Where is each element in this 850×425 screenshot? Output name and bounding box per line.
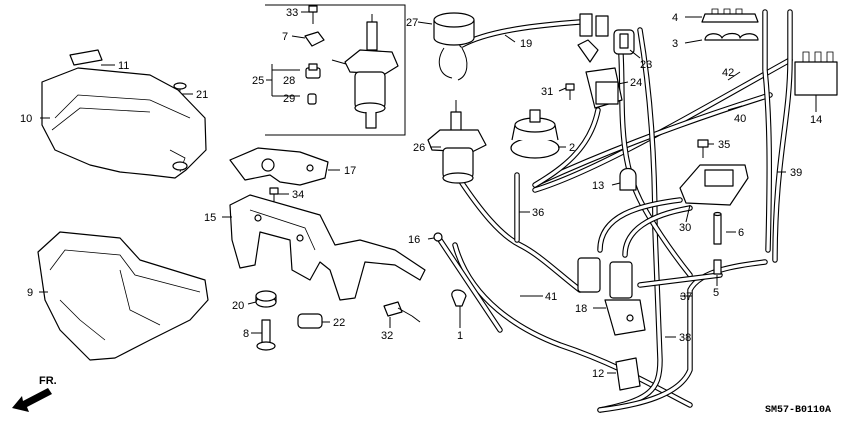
callout-7: 7 — [282, 31, 288, 43]
callout-27: 27 — [406, 17, 418, 29]
callout-13: 13 — [592, 180, 604, 192]
leader-lines — [39, 11, 817, 374]
callout-22: 22 — [333, 317, 345, 329]
callout-20: 20 — [232, 300, 244, 312]
callout-28: 28 — [283, 75, 295, 87]
screw-31-icon — [565, 83, 575, 100]
connector-pair-icon — [579, 13, 609, 37]
callout-33: 33 — [286, 7, 298, 19]
connector-23-icon — [613, 29, 635, 55]
stud-6-icon — [713, 211, 722, 245]
plate-17-icon — [229, 147, 329, 186]
solenoid-26-icon — [427, 100, 487, 184]
front-direction-indicator: FR. — [12, 375, 57, 412]
sensor-30-icon — [679, 164, 749, 206]
sensor-27-icon — [433, 12, 475, 81]
cover-9-icon — [37, 231, 209, 361]
callout-19: 19 — [520, 38, 532, 50]
callout-38: 38 — [679, 332, 691, 344]
front-direction-label: FR. — [39, 375, 57, 387]
pad-12-icon — [615, 357, 641, 391]
callout-18: 18 — [575, 303, 587, 315]
connector-18-icon — [577, 257, 646, 336]
callout-labels: 33 7 25 28 29 27 19 4 3 23 24 31 11 21 1… — [20, 7, 822, 380]
callout-16: 16 — [408, 234, 420, 246]
clamp-3-icon — [704, 32, 759, 41]
drawing-code: SM57-B0110A — [765, 405, 831, 416]
callout-31: 31 — [541, 86, 553, 98]
callout-17: 17 — [344, 165, 356, 177]
callout-21: 21 — [196, 89, 208, 101]
callout-35: 35 — [718, 139, 730, 151]
callout-15: 15 — [204, 212, 216, 224]
callout-39: 39 — [790, 167, 802, 179]
clip-7-icon — [304, 31, 325, 47]
callout-25: 25 — [252, 75, 264, 87]
callout-24: 24 — [630, 77, 642, 89]
callout-14: 14 — [810, 114, 822, 126]
bolt-35-icon — [697, 139, 709, 158]
callout-40: 40 — [734, 113, 746, 125]
control-box-24-icon — [577, 39, 623, 109]
callout-42: 42 — [722, 67, 734, 79]
holder-14-icon — [794, 51, 838, 96]
callout-8: 8 — [243, 328, 249, 340]
callout-37: 37 — [680, 291, 692, 303]
callout-6: 6 — [738, 227, 744, 239]
callout-9: 9 — [27, 287, 33, 299]
callout-36: 36 — [532, 207, 544, 219]
hose-group — [437, 9, 793, 413]
cover-11-icon — [69, 49, 103, 66]
stud-5-icon — [713, 259, 722, 275]
bracket-15-icon — [229, 194, 426, 301]
valve-2-icon — [510, 109, 560, 159]
cap-16-icon — [433, 232, 443, 242]
grommet-20-icon — [255, 290, 277, 308]
callout-11: 11 — [118, 60, 129, 72]
callout-29: 29 — [283, 93, 295, 105]
clamp-4-icon — [701, 8, 759, 23]
callout-30: 30 — [679, 222, 691, 234]
cushion-22-icon — [297, 313, 323, 329]
bolt-33-icon — [308, 5, 318, 24]
inset-box — [265, 4, 406, 136]
bolt-8-icon — [256, 319, 276, 351]
cover-10-icon — [41, 67, 207, 179]
callout-3: 3 — [672, 38, 678, 50]
callout-1: 1 — [457, 330, 463, 342]
solenoid-25-icon — [344, 14, 399, 129]
grommet-28-icon — [305, 63, 321, 79]
callout-34: 34 — [292, 189, 304, 201]
front-arrow-icon — [12, 388, 52, 412]
clip-1-icon — [451, 289, 467, 307]
bolt-32-icon — [383, 301, 413, 317]
callout-41: 41 — [545, 291, 557, 303]
callout-32: 32 — [381, 330, 393, 342]
callout-23: 23 — [640, 59, 652, 71]
callout-26: 26 — [413, 142, 425, 154]
collar-29-icon — [307, 93, 317, 105]
callout-2: 2 — [569, 142, 575, 154]
callout-5: 5 — [713, 287, 719, 299]
clamp-13-icon — [619, 167, 637, 191]
callout-12: 12 — [592, 368, 604, 380]
callout-10: 10 — [20, 113, 32, 125]
callout-4: 4 — [672, 12, 678, 24]
